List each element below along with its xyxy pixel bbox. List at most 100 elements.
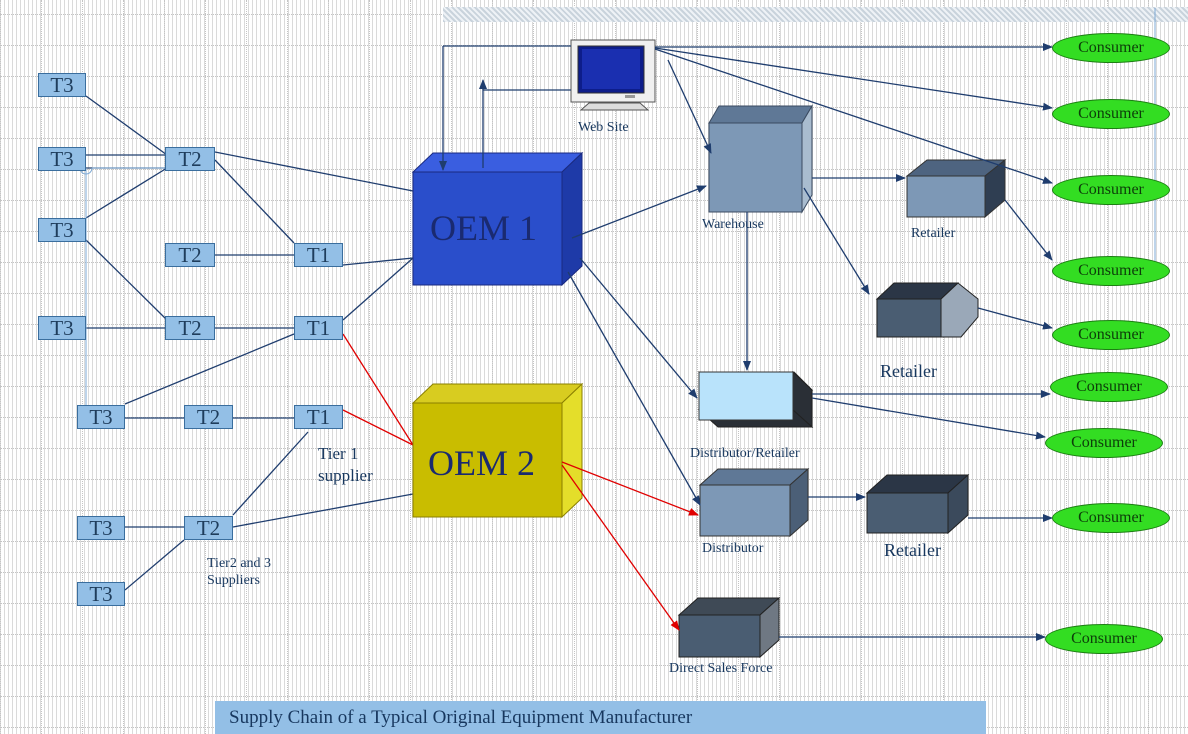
consumer-8: Consumer [1052, 503, 1170, 533]
consumer-1: Consumer [1052, 33, 1170, 63]
grid-vline [287, 0, 288, 734]
t3-box-3: T3 [38, 218, 86, 242]
grid-hline [0, 479, 1188, 480]
t1-box-2: T1 [294, 316, 343, 340]
grid-hline [0, 696, 1188, 697]
grid-vline [369, 0, 370, 734]
web-site-label: Web Site [578, 120, 629, 135]
tier1-label-line1: Tier 1 [318, 444, 359, 463]
grid-vline [328, 0, 329, 734]
consumer-9: Consumer [1045, 624, 1163, 654]
grid-hline [0, 262, 1188, 263]
t2-box-1: T2 [165, 147, 215, 171]
grid-hline [0, 355, 1188, 356]
grid-hline [0, 200, 1188, 201]
tier1-label-line2: supplier [318, 466, 373, 485]
distributor-label: Distributor [702, 541, 764, 556]
grid-vline [779, 0, 780, 734]
t2-box-2: T2 [165, 243, 215, 267]
t2-box-5: T2 [184, 516, 233, 540]
oem2-block [411, 382, 584, 519]
grid-vline [164, 0, 165, 734]
consumer-5: Consumer [1052, 320, 1170, 350]
grid-hline [0, 541, 1188, 542]
t3-box-4: T3 [38, 316, 86, 340]
grid-vline [41, 0, 42, 734]
grid-vline [738, 0, 739, 734]
grid-hline [0, 448, 1188, 449]
oem1-label: OEM 1 [430, 208, 537, 248]
t2-box-4: T2 [184, 405, 233, 429]
retailer-top-label: Retailer [911, 226, 956, 241]
consumer-4: Consumer [1052, 256, 1170, 286]
grid-vline [492, 0, 493, 734]
consumer-7: Consumer [1045, 428, 1163, 458]
grid-vline [984, 0, 985, 734]
grid-vline [943, 0, 944, 734]
hatched-band [443, 7, 1188, 22]
t3-box-6: T3 [77, 516, 125, 540]
retailer-bottom-block [865, 473, 970, 535]
grid-hline [0, 665, 1188, 666]
grid-vline [123, 0, 124, 734]
t2-box-3: T2 [165, 316, 215, 340]
grid-hline [0, 634, 1188, 635]
t1-box-3: T1 [294, 405, 343, 429]
grid-vline [1107, 0, 1108, 734]
grid-vline [82, 0, 83, 734]
t3-box-2: T3 [38, 147, 86, 171]
warehouse-block [708, 104, 813, 214]
t3-box-5: T3 [77, 405, 125, 429]
diagram-caption: Supply Chain of a Typical Original Equip… [215, 701, 986, 734]
t3-box-7: T3 [77, 582, 125, 606]
tier23-label-line2: Suppliers [207, 573, 260, 588]
grid-vline [451, 0, 452, 734]
oem2-red-arrows [561, 461, 699, 631]
grid-hline [0, 293, 1188, 294]
distributor-block [698, 467, 810, 538]
retailer-mid-block [875, 282, 979, 338]
oem1-block [411, 151, 584, 287]
grid-vline [902, 0, 903, 734]
t3-box-1: T3 [38, 73, 86, 97]
red-links [342, 333, 414, 446]
distributor-retailer-block [697, 370, 814, 429]
supplier-links [85, 95, 414, 591]
grid-hline [0, 138, 1188, 139]
grid-vline [615, 0, 616, 734]
oem2-label: OEM 2 [428, 443, 535, 483]
warehouse-label: Warehouse [702, 217, 764, 232]
grid-vline [1025, 0, 1026, 734]
retailer-bottom-label: Retailer [884, 540, 941, 560]
grid-vline [533, 0, 534, 734]
grid-vline [820, 0, 821, 734]
grid-vline [246, 0, 247, 734]
tier23-label-line1: Tier2 and 3 [207, 556, 272, 571]
grid-vline [656, 0, 657, 734]
distributor-retailer-label: Distributor/Retailer [690, 446, 800, 461]
retailer-top-block [905, 158, 1007, 219]
direct-sales-label: Direct Sales Force [669, 661, 773, 676]
grid-hline [0, 386, 1188, 387]
grid-vline [0, 0, 1, 734]
grid-hline [0, 324, 1188, 325]
grid-vline [861, 0, 862, 734]
grid-vline [1066, 0, 1067, 734]
direct-sales-block [677, 596, 781, 659]
computer-monitor-icon [570, 39, 656, 111]
distribution-arrows [439, 43, 1053, 641]
t1-box-1: T1 [294, 243, 343, 267]
grid-hline [0, 603, 1188, 604]
grid-hline [0, 417, 1188, 418]
grid-vline [205, 0, 206, 734]
consumer-6: Consumer [1050, 372, 1168, 402]
grid-vline [697, 0, 698, 734]
consumer-3: Consumer [1052, 175, 1170, 205]
consumer-2: Consumer [1052, 99, 1170, 129]
grid-hline [0, 169, 1188, 170]
retailer-mid-label: Retailer [880, 361, 937, 381]
grid-vline [574, 0, 575, 734]
grid-vline [1148, 0, 1149, 734]
